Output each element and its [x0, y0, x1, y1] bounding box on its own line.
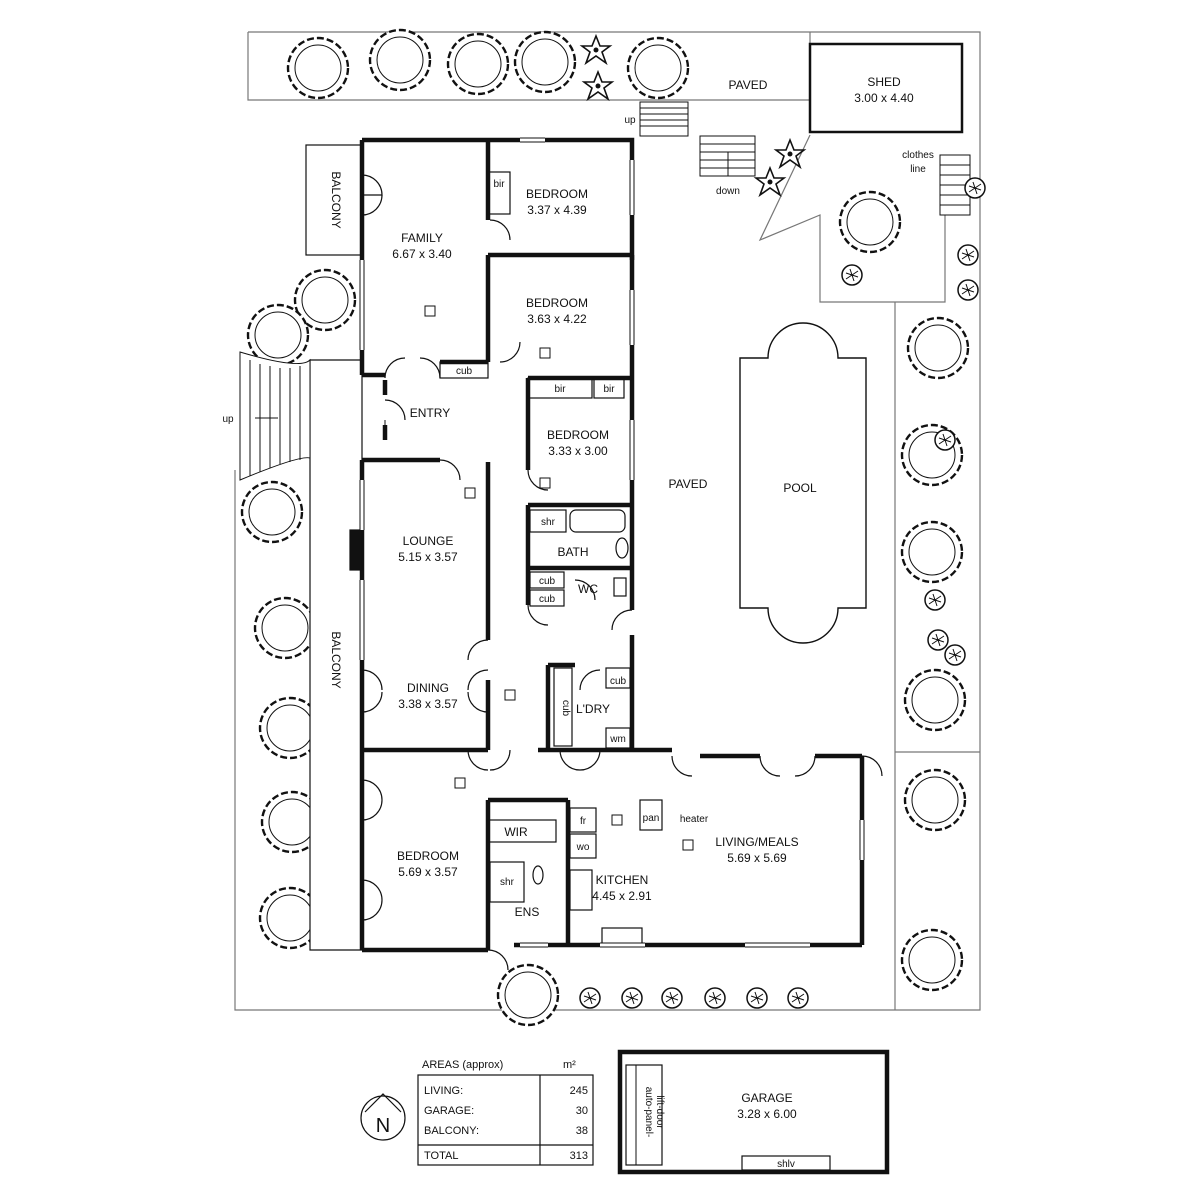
family-dims: 6.67 x 3.40 — [392, 247, 452, 261]
interior-details — [349, 171, 663, 945]
ens-label: ENS — [515, 905, 540, 919]
garden-bed — [758, 134, 946, 1010]
door-arcs — [361, 174, 883, 971]
areas-table: AREAS (approx) m² LIVING: 245 GARAGE: 30… — [417, 1059, 594, 1166]
areas-title: AREAS (approx) — [422, 1059, 503, 1071]
cub3-label: cub — [539, 594, 556, 605]
palms — [581, 35, 805, 196]
garage-door-label-2: lift-door — [654, 1095, 665, 1129]
wm-label: wm — [609, 734, 626, 745]
shelf-label: shlv — [777, 1159, 795, 1170]
shed-name: SHED — [867, 75, 901, 89]
paved-top-label: PAVED — [729, 78, 768, 92]
areas-row-value: 245 — [570, 1085, 588, 1097]
areas-row-value: 38 — [576, 1125, 588, 1137]
shed-dims: 3.00 x 4.40 — [854, 91, 914, 105]
pan-label: pan — [643, 813, 660, 824]
garage-dims: 3.28 x 6.00 — [737, 1107, 797, 1121]
balcony-top-label: BALCONY — [329, 171, 343, 228]
up-left-label: up — [222, 414, 234, 425]
shr2-label: shr — [500, 877, 515, 888]
living-dims: 5.69 x 5.69 — [727, 851, 787, 865]
bed1-name: BEDROOM — [526, 187, 588, 201]
dining-name: DINING — [407, 681, 449, 695]
balcony-side-label: BALCONY — [329, 631, 343, 688]
floor-vents — [424, 305, 694, 851]
dining-dims: 3.38 x 3.57 — [398, 697, 458, 711]
stairs-left — [239, 351, 311, 481]
family-name: FAMILY — [401, 231, 443, 245]
cub4-label: cub — [610, 676, 627, 687]
heater-label: heater — [680, 814, 709, 825]
lounge-name: LOUNGE — [403, 534, 454, 548]
down-label: down — [716, 186, 740, 197]
windows — [359, 137, 865, 948]
cub2-label: cub — [539, 576, 556, 587]
wir-label: WIR — [504, 825, 528, 839]
cub1-label: cub — [456, 366, 473, 377]
areas-row-label: BALCONY: — [424, 1125, 479, 1137]
ldry-label: L'DRY — [576, 702, 610, 716]
bed3-name: BEDROOM — [547, 428, 609, 442]
areas-row-label: GARAGE: — [424, 1105, 474, 1117]
lounge-dims: 5.15 x 3.57 — [398, 550, 458, 564]
areas-unit: m² — [563, 1059, 576, 1071]
bath-label: BATH — [557, 545, 588, 559]
garage-name: GARAGE — [741, 1091, 792, 1105]
bir2-label: bir — [554, 384, 566, 395]
garage-door-label-1: auto-panel- — [643, 1087, 654, 1138]
bed1-dims: 3.37 x 4.39 — [527, 203, 587, 217]
entry-label: ENTRY — [410, 406, 450, 420]
kitchen-name: KITCHEN — [596, 873, 649, 887]
areas-row-value: 30 — [576, 1105, 588, 1117]
wo-label: wo — [576, 842, 590, 853]
bir1-label: bir — [493, 179, 505, 190]
areas-row-label: LIVING: — [424, 1085, 463, 1097]
shr1-label: shr — [541, 517, 556, 528]
areas-total-label: TOTAL — [424, 1150, 458, 1162]
fr-label: fr — [580, 816, 587, 827]
garage: auto-panel- lift-door shlv GARAGE 3.28 x… — [617, 1049, 890, 1175]
north-label: N — [376, 1115, 390, 1137]
shed — [808, 42, 964, 134]
clothes-line-label: line — [910, 164, 926, 175]
clothes-label: clothes — [902, 150, 934, 161]
cub5-label: cub — [560, 700, 571, 717]
bir3-label: bir — [603, 384, 615, 395]
bed2-dims: 3.63 x 4.22 — [527, 312, 587, 326]
north-arrow: N — [360, 1093, 406, 1141]
kitchen-dims: 4.45 x 2.91 — [592, 889, 652, 903]
pool-label: POOL — [783, 481, 817, 495]
bed4-name: BEDROOM — [397, 849, 459, 863]
up-top-label: up — [624, 115, 636, 126]
areas-total-value: 313 — [570, 1150, 588, 1162]
bed3-dims: 3.33 x 3.00 — [548, 444, 608, 458]
bed4-dims: 5.69 x 3.57 — [398, 865, 458, 879]
bed2-name: BEDROOM — [526, 296, 588, 310]
living-name: LIVING/MEALS — [715, 835, 798, 849]
wc-label: WC — [578, 582, 598, 596]
pool — [739, 322, 867, 644]
paved-mid-label: PAVED — [669, 477, 708, 491]
